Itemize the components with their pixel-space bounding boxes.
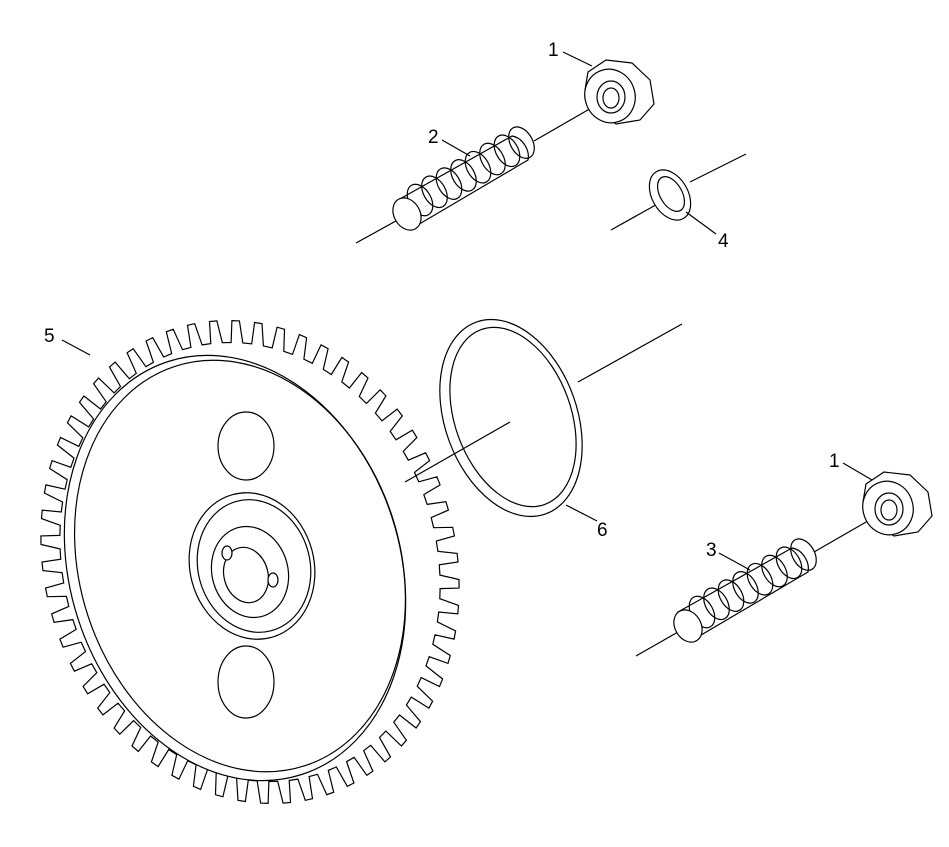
callout-1-bottom: 1 [829, 451, 840, 472]
gear-hole-lower [217, 645, 275, 719]
leader-6 [565, 504, 598, 522]
stud-bottom-body [677, 547, 809, 639]
gear-hole-upper [217, 411, 275, 481]
callout-labels: 1 2 3 4 5 6 1 [44, 40, 840, 561]
gear-hub-bore [222, 546, 270, 604]
stud-top-end [392, 197, 422, 231]
leader-1-bottom [842, 462, 873, 481]
nut-bottom-bore [880, 499, 898, 521]
callout-4: 4 [718, 231, 729, 252]
thread-ring [493, 134, 521, 168]
thread-ring [790, 538, 817, 571]
nut-bottom-part [862, 471, 933, 537]
thread-ring [479, 142, 506, 176]
stud-bottom-part [635, 513, 881, 657]
thread-ring [464, 150, 492, 184]
thread-ring [703, 587, 730, 621]
stud-bottom-end [673, 609, 703, 643]
gear-pin-hole-right [267, 572, 279, 588]
leader-1-top [562, 51, 593, 67]
oring-part [404, 318, 683, 518]
thread-ring [421, 175, 448, 209]
thread-ring [775, 546, 803, 580]
thread-ring [450, 159, 477, 192]
nut-top-part [584, 59, 655, 125]
nut-top-bore-outer [596, 80, 626, 114]
callout-1-top: 1 [548, 40, 559, 61]
leader-5 [61, 339, 91, 356]
callout-6: 6 [597, 520, 608, 541]
thread-ring [717, 579, 745, 612]
nut-bottom-bore-outer [874, 492, 904, 526]
gear-face-inner [73, 359, 407, 773]
thread-ring [746, 562, 774, 596]
callout-5: 5 [44, 326, 55, 347]
thread-ring [508, 126, 535, 159]
stud-top-part [355, 102, 601, 244]
leader-3 [718, 552, 751, 571]
leader-2 [441, 139, 471, 157]
washer-inner [656, 176, 686, 212]
gear-part [40, 319, 460, 805]
washer-axis-left [610, 201, 662, 231]
oring-axis-line-left [404, 421, 511, 483]
stud-top-threads [406, 126, 535, 217]
callout-3: 3 [706, 540, 717, 561]
nut-top-bore [602, 87, 620, 109]
washer-axis-right [689, 153, 747, 183]
gear-pin-hole-left [221, 545, 233, 561]
leader-4 [685, 211, 717, 235]
thread-ring [435, 167, 463, 200]
oring-axis-line-right [577, 323, 683, 383]
stud-bottom-threads [688, 538, 817, 629]
callout-leaders [61, 51, 873, 571]
washer-part [610, 153, 747, 231]
callout-2: 2 [428, 127, 439, 148]
oring-inner [449, 326, 577, 508]
gear-hub-ring [196, 499, 312, 633]
thread-ring [761, 554, 788, 588]
thread-ring [732, 571, 759, 604]
